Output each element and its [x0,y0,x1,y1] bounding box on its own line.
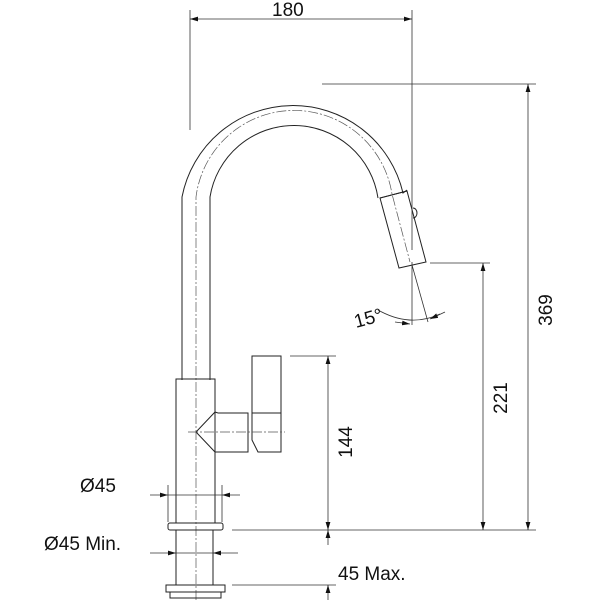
base-diameter-label: Ø45 [80,476,116,497]
handle-height-label: 144 [336,426,357,458]
spout-angle-label: 15° [352,305,385,333]
hole-diameter-label: Ø45 Min. [44,534,121,555]
dimension-lines [150,10,536,600]
total-height-label: 369 [536,294,557,326]
deck-thickness-label: 45 Max. [338,564,406,585]
reach-label: 180 [272,0,304,21]
spout-height-label: 221 [491,382,512,414]
faucet-outline [165,105,427,600]
